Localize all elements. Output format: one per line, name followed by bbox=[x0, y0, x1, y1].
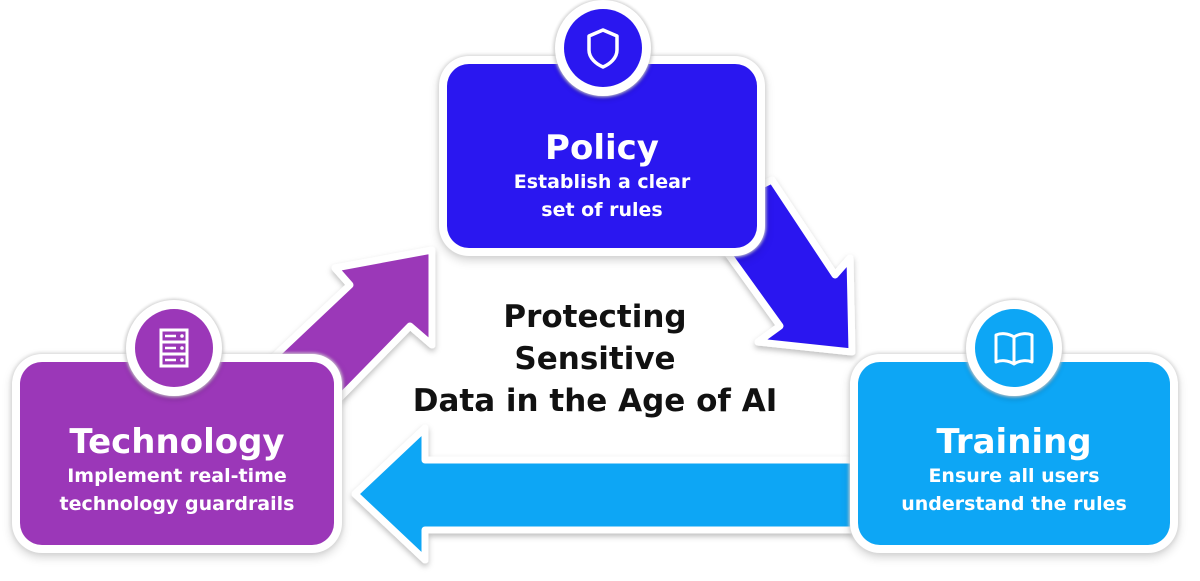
arrow-training-to-technology bbox=[351, 424, 872, 564]
training-title: Training bbox=[936, 422, 1092, 462]
center-title-line: Data in the Age of AI bbox=[412, 383, 778, 419]
center-title-line: Protecting bbox=[503, 299, 687, 335]
technology-badge bbox=[126, 300, 222, 396]
policy-description-line: Establish a clear bbox=[513, 171, 691, 193]
book-icon bbox=[994, 332, 1034, 366]
policy-card: Policy Establish a clear set of rules bbox=[447, 64, 757, 248]
server-icon bbox=[159, 328, 189, 368]
technology-title: Technology bbox=[69, 422, 285, 462]
policy-title: Policy bbox=[545, 128, 659, 168]
training-description-line: Ensure all users bbox=[928, 465, 1100, 487]
training-description: Ensure all users understand the rules bbox=[858, 462, 1170, 518]
center-title-line: Sensitive bbox=[514, 341, 676, 377]
technology-description-line: Implement real-time bbox=[67, 465, 287, 487]
technology-description: Implement real-time technology guardrail… bbox=[20, 462, 334, 518]
training-description-line: understand the rules bbox=[901, 493, 1127, 515]
training-badge bbox=[966, 300, 1062, 396]
shield-icon bbox=[587, 28, 619, 69]
policy-badge bbox=[555, 0, 651, 96]
technology-description-line: technology guardrails bbox=[59, 493, 295, 515]
center-title: Protecting Sensitive Data in the Age of … bbox=[395, 296, 795, 422]
policy-description: Establish a clear set of rules bbox=[447, 168, 757, 224]
technology-card: Technology Implement real-time technolog… bbox=[20, 362, 334, 545]
policy-description-line: set of rules bbox=[541, 199, 663, 221]
